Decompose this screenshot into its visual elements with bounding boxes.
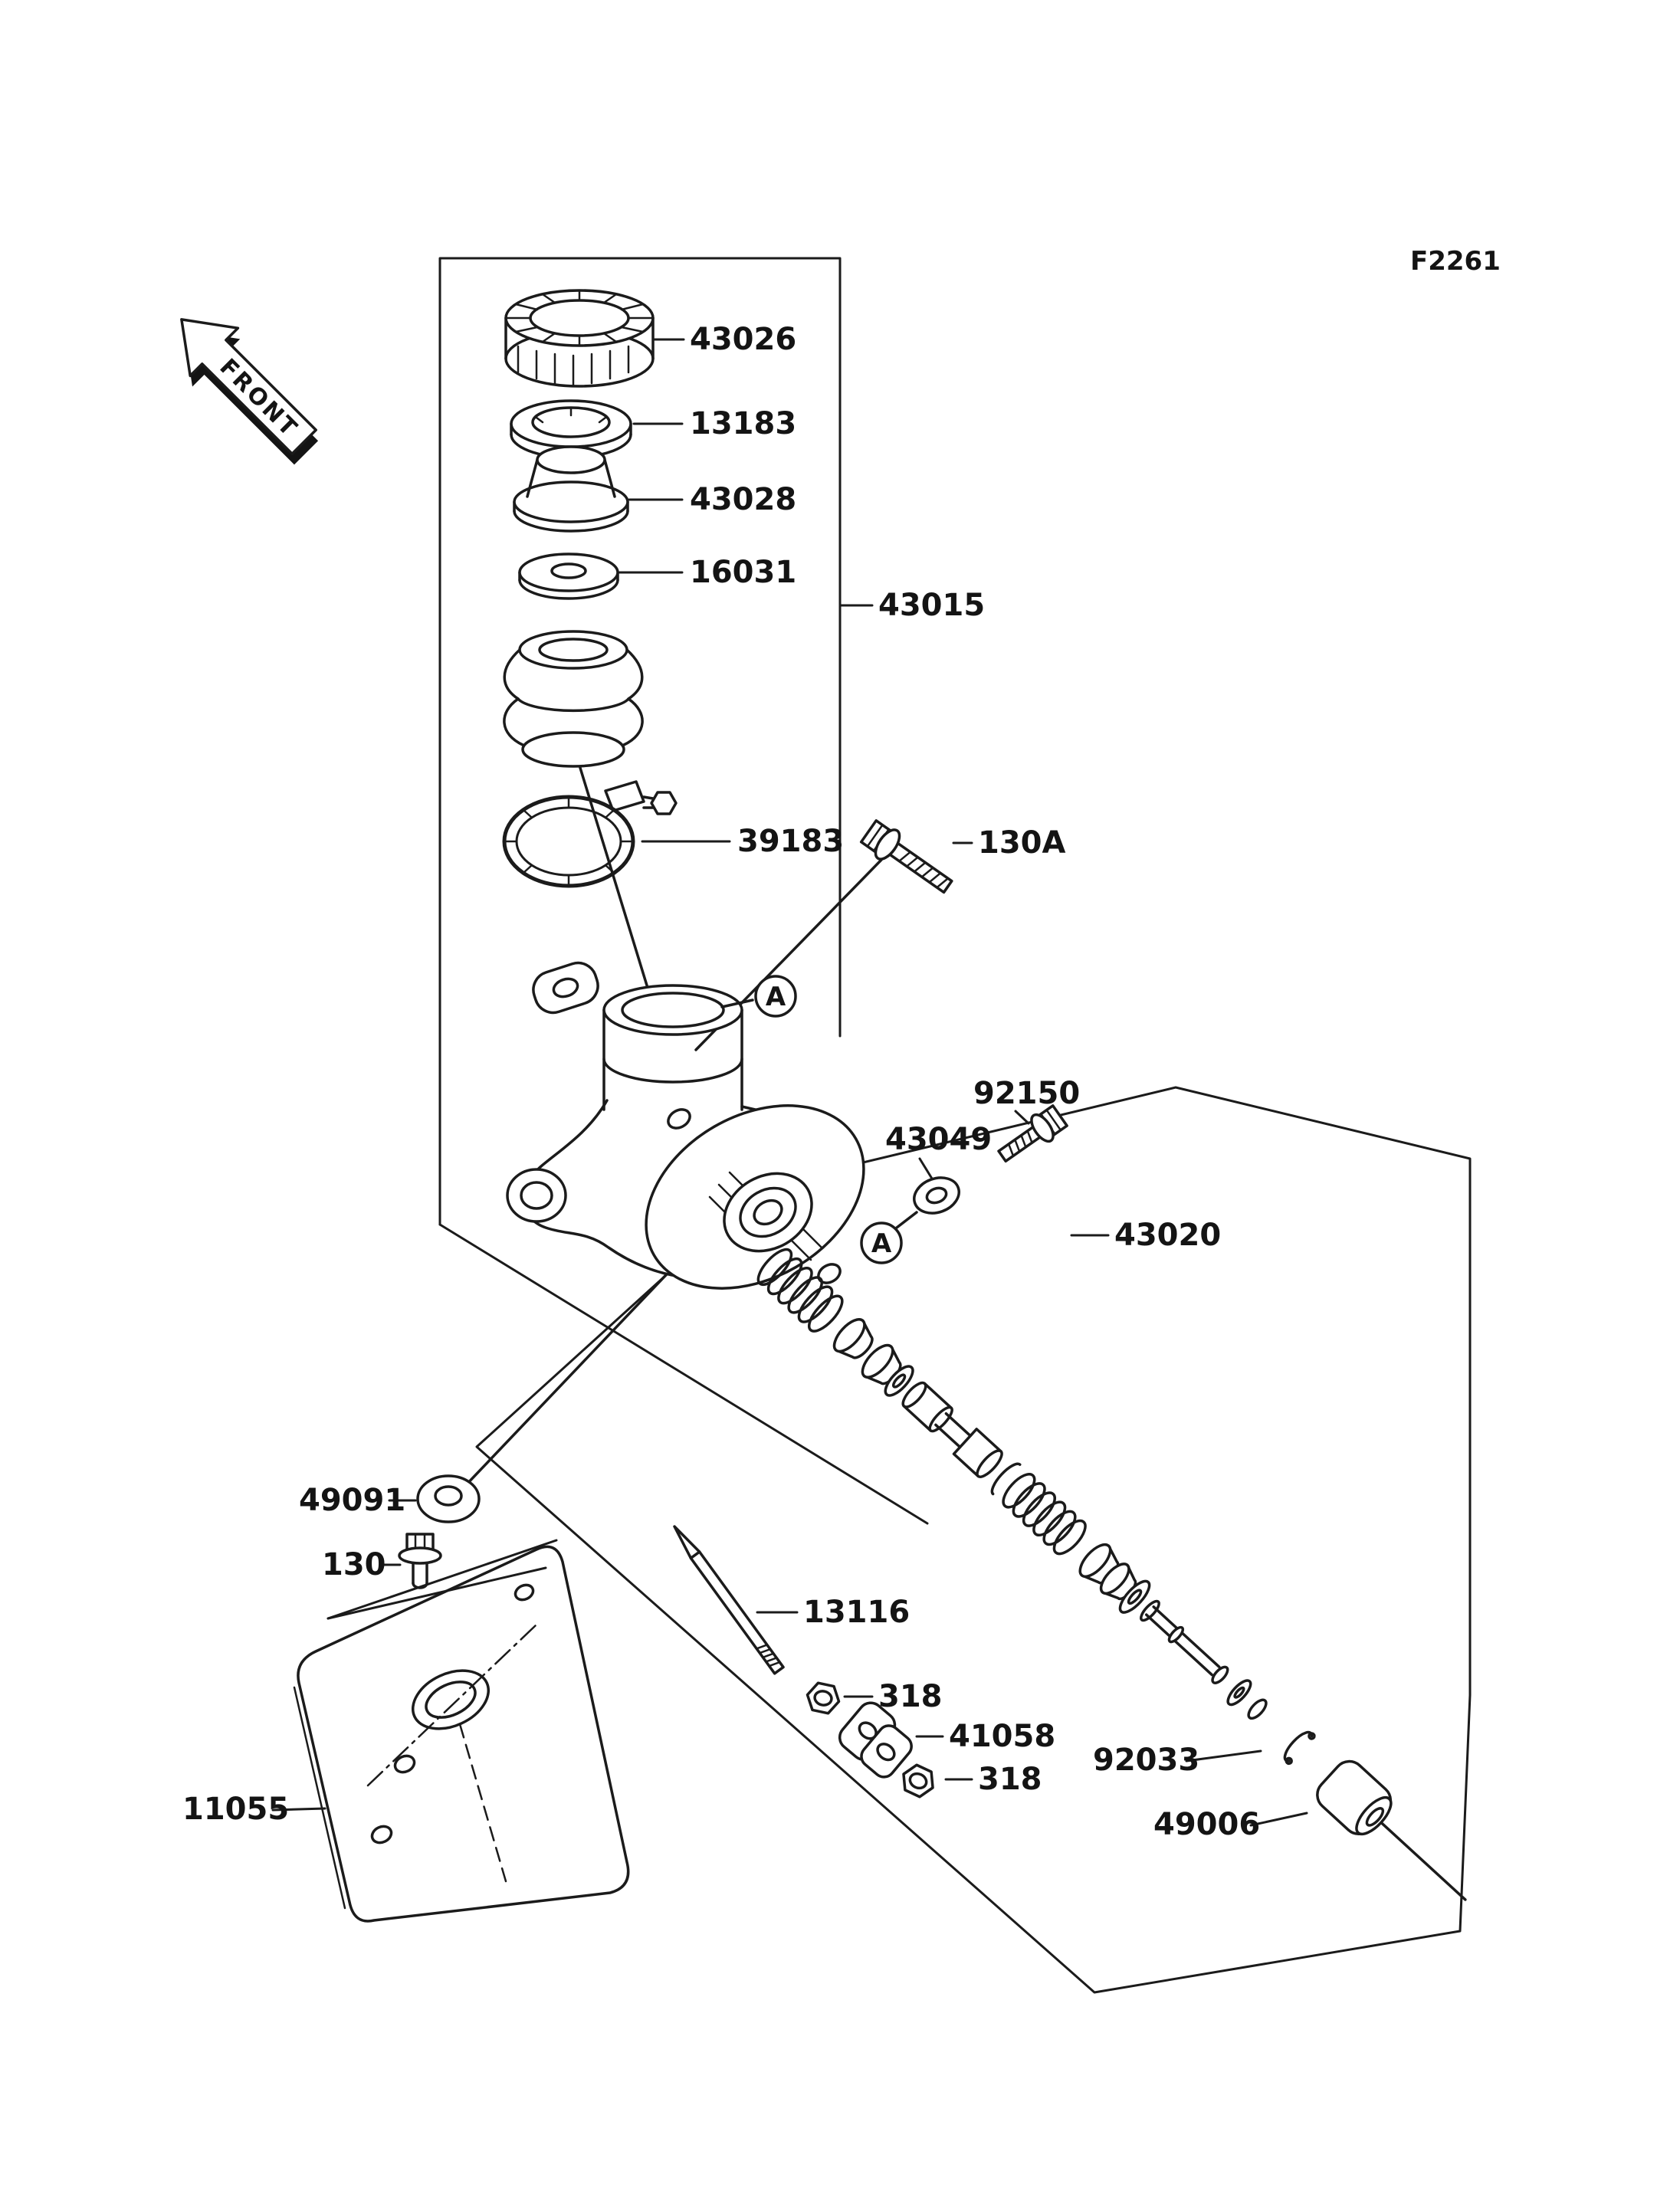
part-label-43049: 43049 (885, 1122, 992, 1157)
part-reservoir-boot (503, 630, 655, 1007)
part-label-130a: 130A (978, 825, 1065, 861)
part-label-92033: 92033 (1093, 1743, 1199, 1778)
part-bolt-130 (398, 1533, 442, 1589)
part-label-318-upper: 318 (878, 1679, 943, 1714)
part-plate-16031 (518, 553, 619, 600)
part-clamp-39183 (502, 780, 678, 888)
part-washer-43049 (913, 1176, 960, 1215)
part-label-318-lower: 318 (978, 1762, 1042, 1797)
part-washer-49091 (416, 1474, 481, 1523)
part-master-cylinder-body (463, 961, 865, 1488)
detail-marker-a-2: A (860, 1211, 918, 1264)
part-diaphragm-43028 (513, 445, 629, 533)
detail-marker-a-2-label: A (871, 1228, 892, 1259)
assembly-outline-43015 (438, 257, 929, 1525)
part-nut-318-lower (902, 1763, 934, 1799)
part-boot-49006 (1316, 1759, 1393, 1836)
part-label-13116: 13116 (803, 1595, 910, 1630)
part-label-39183: 39183 (737, 824, 844, 859)
part-label-43015: 43015 (878, 588, 985, 623)
kit-outline-43020 (475, 1086, 1472, 1994)
detail-marker-a-1-label: A (766, 982, 786, 1012)
part-screw-92150 (997, 1104, 1068, 1163)
part-bracket-11055 (293, 1539, 630, 1923)
part-label-16031: 16031 (690, 555, 796, 590)
part-label-11055: 11055 (182, 1792, 289, 1827)
part-nut-318-upper (806, 1681, 841, 1715)
part-label-43028: 43028 (690, 482, 796, 517)
part-rod-13116 (673, 1525, 785, 1675)
part-label-43026: 43026 (690, 322, 796, 357)
part-label-49091: 49091 (299, 1483, 405, 1518)
part-circlip-92033 (1283, 1730, 1316, 1766)
part-cap-43026 (504, 289, 655, 388)
part-label-130: 130 (322, 1547, 386, 1582)
part-joint-41058 (838, 1701, 913, 1779)
part-label-92150: 92150 (973, 1076, 1080, 1111)
front-arrow-body (180, 318, 317, 455)
leader-lines (271, 338, 1308, 1827)
part-label-13183: 13183 (690, 406, 796, 441)
part-label-43020: 43020 (1114, 1218, 1221, 1253)
detail-marker-a-1: A (720, 975, 797, 1018)
piston-kit-parts (756, 1248, 1467, 1901)
part-label-49006: 49006 (1153, 1807, 1260, 1842)
part-label-41058: 41058 (949, 1719, 1055, 1754)
figure-code: F2261 (1410, 246, 1501, 277)
